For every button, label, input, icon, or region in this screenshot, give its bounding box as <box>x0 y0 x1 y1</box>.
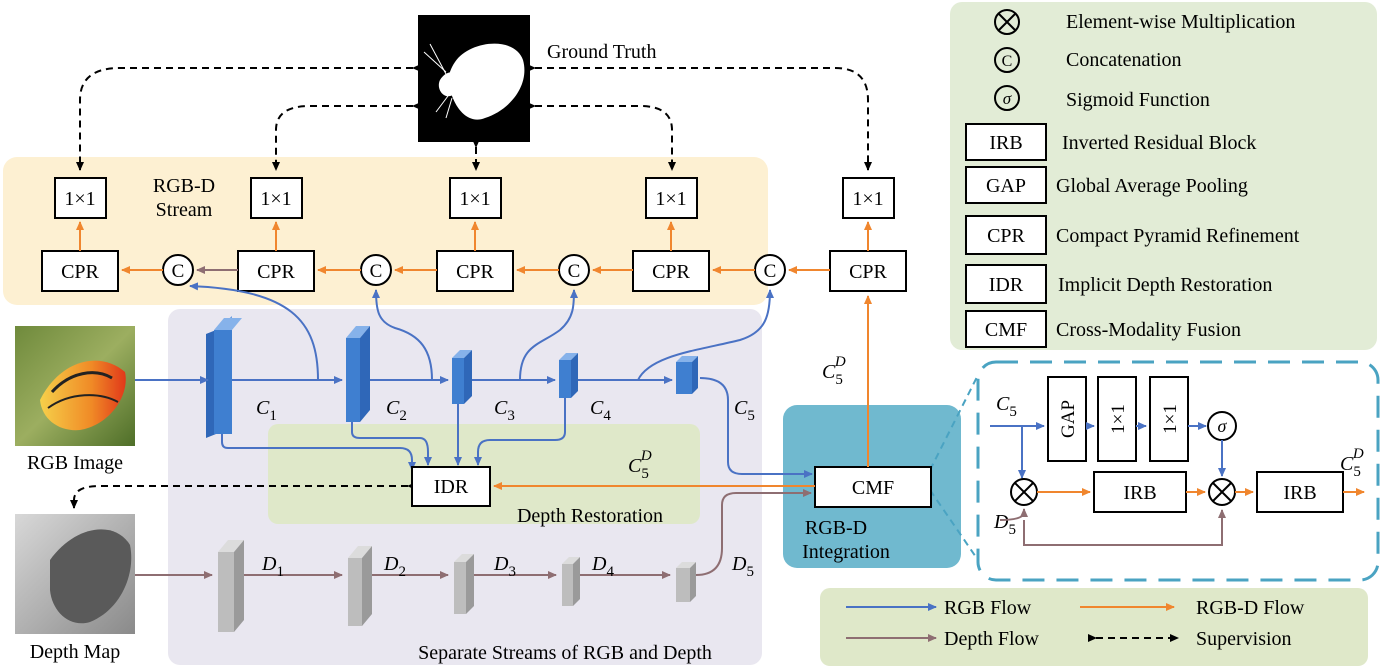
svg-text:C4: C4 <box>590 397 611 424</box>
detail-conv-2 <box>1149 376 1189 462</box>
svg-text:C1: C1 <box>256 397 277 424</box>
concat-nodes: C C C C <box>162 254 786 286</box>
svg-text:IDR: IDR <box>989 274 1024 296</box>
svg-text:σ: σ <box>1003 89 1012 108</box>
depth-map-image <box>15 514 135 634</box>
conv-1x1-label: 1×1 <box>459 188 490 210</box>
concat-symbol: C <box>764 261 777 282</box>
idr-box <box>411 466 491 507</box>
depth-supervision-arrow <box>70 482 416 509</box>
rgb-block-2 <box>346 338 360 422</box>
svg-text:C3: C3 <box>494 397 515 424</box>
cpr-label: CPR <box>652 261 690 283</box>
depth-encoder-blocks <box>218 540 696 632</box>
svg-text:D4: D4 <box>591 553 614 580</box>
concat-symbol: C <box>370 261 383 282</box>
svg-text:1×1: 1×1 <box>1108 404 1129 434</box>
rgb-block-4 <box>559 360 571 398</box>
flow-legend: RGB Flow RGB-D Flow Depth Flow Supervisi… <box>846 597 1305 650</box>
rgb-flow-arrows <box>135 282 813 478</box>
conv-1x1-boxes: 1×1 1×1 1×1 1×1 1×1 <box>54 177 895 219</box>
concat-symbol: C <box>568 261 581 282</box>
depth-restoration-label: Depth Restoration <box>517 505 663 527</box>
svg-text:RGB Flow: RGB Flow <box>944 597 1032 619</box>
concat-symbol: C <box>172 261 185 282</box>
flow-legend-panel <box>820 588 1368 666</box>
svg-text:C5: C5 <box>996 393 1017 420</box>
rgb-block-5 <box>676 362 692 394</box>
cpr-boxes: CPR CPR CPR CPR CPR <box>41 250 907 292</box>
svg-text:D5: D5 <box>731 553 754 580</box>
cmf-detail: C5 D5 GAP 1×1 1×1 σ IRB IRB C5D <box>990 376 1365 546</box>
svg-text:CPR: CPR <box>987 225 1025 247</box>
detail-irb-2 <box>1256 471 1344 513</box>
svg-text:RGB-D Flow: RGB-D Flow <box>1196 597 1305 619</box>
svg-text:IRB: IRB <box>1283 482 1316 504</box>
ground-truth-image <box>418 15 530 142</box>
depth-map-label: Depth Map <box>30 641 121 663</box>
svg-text:D1: D1 <box>261 553 284 580</box>
separate-streams-label: Separate Streams of RGB and Depth <box>418 642 712 664</box>
conv-1x1-label: 1×1 <box>852 188 883 210</box>
supervision-arrows <box>76 64 872 171</box>
svg-text:C5D: C5D <box>1340 446 1364 480</box>
integration-label: RGB-D <box>805 517 867 539</box>
legend: Element-wise Multiplication C Concatenat… <box>965 9 1300 348</box>
svg-text:Supervision: Supervision <box>1196 628 1292 650</box>
cmf-label: CMF <box>852 477 894 499</box>
rgb-feature-labels: C1 C2 C3 C4 C5 <box>256 397 755 424</box>
svg-text:GAP: GAP <box>1058 400 1079 438</box>
svg-text:Depth Flow: Depth Flow <box>944 628 1040 650</box>
depth-feature-labels: D1 D2 D3 D4 D5 <box>261 553 754 580</box>
rgb-block-3 <box>452 358 464 404</box>
svg-text:C2: C2 <box>386 397 407 424</box>
svg-text:GAP: GAP <box>986 175 1026 197</box>
conv-1x1-label: 1×1 <box>260 188 291 210</box>
idr-label: IDR <box>434 476 469 498</box>
conv-1x1-label: 1×1 <box>64 188 95 210</box>
rgbd-stream-label: RGB-D <box>153 175 215 197</box>
rgb-image-label: RGB Image <box>27 452 123 474</box>
idr-input-feature: C5D <box>628 448 652 482</box>
detail-conv-1 <box>1097 376 1137 462</box>
legend-text: Cross-Modality Fusion <box>1056 319 1241 341</box>
depth-flow-arrows <box>135 489 812 579</box>
svg-text:D3: D3 <box>493 553 516 580</box>
cmf-output-feature: C5D <box>822 354 846 388</box>
detail-irb-1 <box>1093 471 1187 513</box>
rgb-image <box>15 326 135 446</box>
cpr-label: CPR <box>849 261 887 283</box>
rgb-block-1 <box>214 330 232 434</box>
rgbd-flow-arrows <box>76 221 872 274</box>
svg-text:C: C <box>1002 53 1013 70</box>
svg-text:C5: C5 <box>734 397 755 424</box>
svg-text:IRB: IRB <box>989 132 1022 154</box>
rgbd-stream-label-2: Stream <box>156 199 213 221</box>
gap-box <box>1047 376 1087 462</box>
svg-text:D2: D2 <box>383 553 406 580</box>
svg-text:IRB: IRB <box>1123 482 1156 504</box>
legend-text: Inverted Residual Block <box>1062 132 1256 154</box>
legend-text: Element-wise Multiplication <box>1066 11 1295 33</box>
svg-text:D5: D5 <box>993 511 1016 538</box>
legend-text: Concatenation <box>1066 49 1182 71</box>
cpr-label: CPR <box>456 261 494 283</box>
svg-text:σ: σ <box>1218 416 1228 436</box>
svg-text:1×1: 1×1 <box>1160 404 1181 434</box>
cpr-label: CPR <box>61 261 99 283</box>
conv-1x1-label: 1×1 <box>655 188 686 210</box>
cpr-label: CPR <box>257 261 295 283</box>
integration-label-2: Integration <box>802 541 890 563</box>
ground-truth-label: Ground Truth <box>547 41 656 63</box>
legend-text: Compact Pyramid Refinement <box>1056 225 1300 247</box>
legend-text: Global Average Pooling <box>1056 175 1248 197</box>
rgb-encoder-blocks <box>206 316 698 438</box>
legend-text: Sigmoid Function <box>1066 89 1210 111</box>
legend-panel <box>950 2 1377 350</box>
svg-text:CMF: CMF <box>985 319 1027 341</box>
legend-text: Implicit Depth Restoration <box>1058 274 1272 296</box>
